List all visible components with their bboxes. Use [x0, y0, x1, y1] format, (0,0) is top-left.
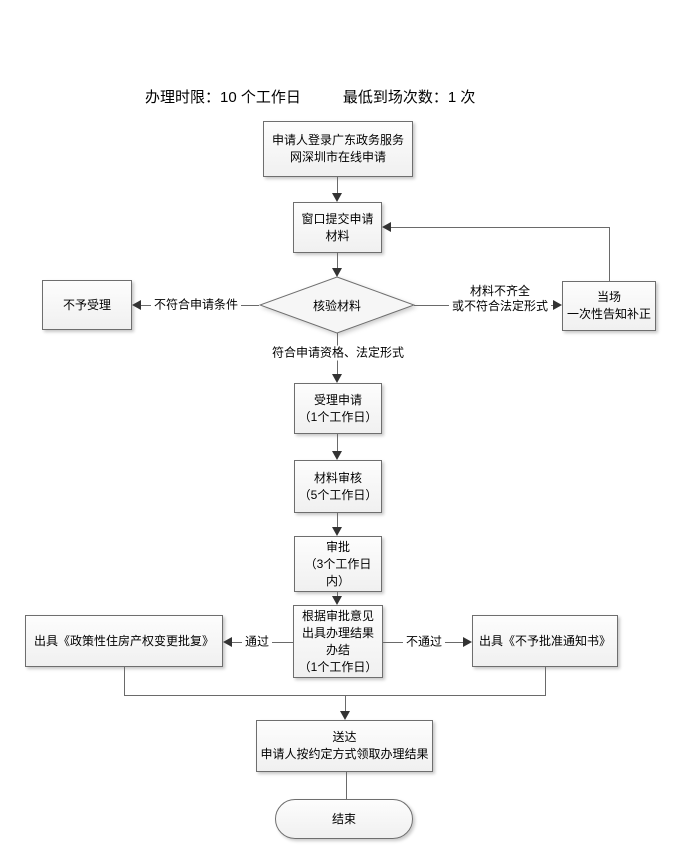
- arrowhead-right-icon: [553, 300, 562, 310]
- decision-verify-label: 核验材料: [312, 298, 361, 313]
- node-accept-line2: （1个工作日）: [298, 409, 378, 424]
- node-deliver-line1: 送达: [332, 730, 357, 744]
- node-window-submit: 窗口提交申请 材料: [293, 202, 382, 253]
- connector-approve-to-result: [337, 592, 338, 598]
- node-online-apply-line1: 申请人登录广东政务服务: [271, 133, 404, 147]
- node-approve-line3: 内）: [325, 573, 350, 588]
- processing-time-label: 办理时限：10 个工作日: [145, 89, 301, 106]
- edge-label-incomplete-line1: 材料不齐全: [469, 284, 531, 298]
- page-title: 办理时限：10 个工作日 最低到场次数：1 次: [145, 86, 475, 107]
- connector-submit-to-verify: [337, 252, 338, 269]
- node-end-terminal: 结束: [275, 799, 413, 839]
- node-end-line1: 结束: [331, 811, 356, 826]
- node-window-submit-line1: 窗口提交申请: [301, 211, 374, 226]
- connector-review-to-approve: [337, 513, 338, 528]
- connector-apply-to-submit: [337, 177, 338, 194]
- node-denial-doc-line1: 出具《不予批准通知书》: [478, 633, 611, 648]
- node-review-line1: 材料审核: [313, 470, 362, 485]
- node-reject: 不予受理: [42, 280, 132, 330]
- connector-deliver-to-end: [346, 772, 347, 799]
- arrowhead-left-icon: [223, 637, 232, 647]
- arrowhead-down-icon: [332, 527, 342, 536]
- node-online-apply: 申请人登录广东政务服务 网深圳市在线申请: [263, 121, 413, 177]
- arrowhead-left-icon: [382, 222, 391, 232]
- arrowhead-down-icon: [332, 374, 342, 383]
- node-deliver: 送达 申请人按约定方式领取办理结果: [256, 720, 433, 772]
- node-onsite-notice-line2: 一次性告知补正: [566, 307, 651, 321]
- edge-label-qualified: 符合申请资格、法定形式: [268, 345, 408, 361]
- decision-verify-materials: 核验材料: [259, 276, 415, 334]
- arrowhead-down-icon: [332, 596, 342, 605]
- node-accept: 受理申请 （1个工作日）: [294, 383, 382, 434]
- arrowhead-right-icon: [463, 637, 472, 647]
- node-accept-line1: 受理申请: [313, 392, 362, 407]
- edge-label-incomplete: 材料不齐全 或不符合法定形式: [448, 284, 552, 314]
- connector-accept-to-review: [337, 434, 338, 453]
- node-result-line3: 办结: [325, 642, 350, 657]
- node-denial-doc: 出具《不予批准通知书》: [472, 615, 618, 667]
- node-approve-line1: 审批: [325, 539, 350, 554]
- node-result-line4: （1个工作日）: [298, 659, 378, 674]
- edge-label-pass: 通过: [241, 634, 273, 650]
- node-online-apply-line2: 网深圳市在线申请: [289, 150, 386, 164]
- node-approval-doc: 出具《政策性住房产权变更批复》: [25, 615, 223, 667]
- node-result-line1: 根据审批意见: [301, 608, 374, 623]
- node-approval-doc-line1: 出具《政策性住房产权变更批复》: [33, 633, 214, 648]
- node-window-submit-line2: 材料: [325, 228, 350, 243]
- arrowhead-down-icon: [332, 193, 342, 202]
- connector-merge-to-deliver: [345, 695, 346, 712]
- node-review: 材料审核 （5个工作日）: [294, 460, 382, 513]
- connector-denial-doc-down: [545, 667, 546, 696]
- arrowhead-down-icon: [332, 451, 342, 460]
- edge-label-incomplete-line2: 或不符合法定形式: [451, 299, 549, 313]
- edge-label-fail-condition: 不符合申请条件: [150, 297, 242, 313]
- node-approve-line2: （3个工作日: [304, 556, 372, 571]
- connector-onsite-feedback-vertical: [609, 227, 610, 281]
- node-onsite-notice: 当场 一次性告知补正: [562, 281, 656, 331]
- node-result-line2: 出具办理结果: [301, 625, 374, 640]
- arrowhead-down-icon: [332, 268, 342, 277]
- arrowhead-down-icon: [340, 711, 350, 720]
- arrowhead-left-icon: [132, 300, 141, 310]
- min-visits-label: 最低到场次数：1 次: [342, 89, 476, 106]
- node-review-line2: （5个工作日）: [298, 487, 378, 502]
- node-result: 根据审批意见 出具办理结果 办结 （1个工作日）: [293, 605, 383, 678]
- connector-merge-horizontal: [124, 695, 546, 696]
- connector-onsite-feedback-horizontal: [391, 227, 610, 228]
- node-deliver-line2: 申请人按约定方式领取办理结果: [260, 747, 429, 761]
- node-approve: 审批 （3个工作日 内）: [294, 536, 382, 592]
- node-onsite-notice-line1: 当场: [596, 290, 621, 304]
- connector-approval-doc-down: [124, 667, 125, 696]
- node-reject-line1: 不予受理: [62, 297, 111, 312]
- edge-label-no-pass: 不通过: [402, 634, 446, 650]
